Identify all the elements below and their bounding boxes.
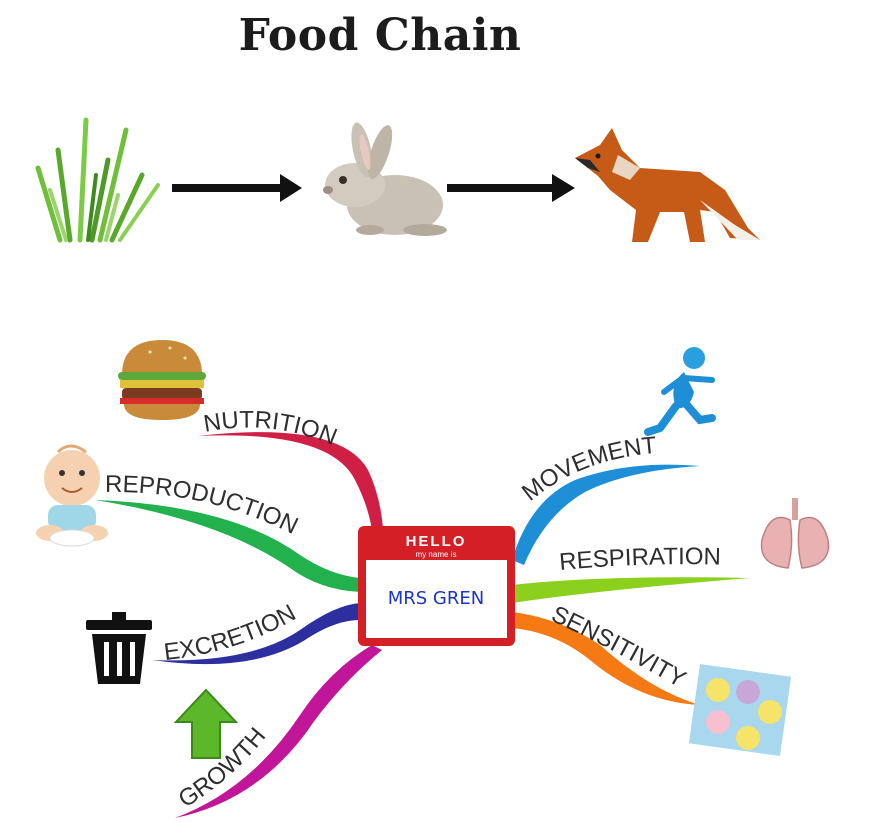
burger-icon xyxy=(118,340,206,420)
fox-icon xyxy=(575,128,760,242)
branch-sensitivity xyxy=(512,612,700,705)
lungs-icon xyxy=(760,498,830,569)
senses-icon xyxy=(688,663,792,757)
name-badge: HELLO my name is MRS GREN xyxy=(358,526,515,646)
arrow-icon xyxy=(447,174,575,202)
branch-label-nutrition: NUTRITION xyxy=(202,406,341,451)
food-chain xyxy=(35,117,760,243)
rabbit-icon xyxy=(323,122,447,236)
branch-movement xyxy=(512,464,700,565)
running-figure-icon xyxy=(644,347,716,436)
branch-nutrition xyxy=(198,432,383,530)
branch-label-respiration: RESPIRATION xyxy=(558,543,721,576)
badge-name: MRS GREN xyxy=(388,588,484,609)
growth-arrow-icon xyxy=(173,688,239,759)
grass-icon xyxy=(35,117,160,243)
arrow-icon xyxy=(172,174,302,202)
trash-can-icon xyxy=(86,612,152,684)
branch-reproduction xyxy=(95,500,360,592)
branch-respiration xyxy=(512,577,750,603)
page-title: Food Chain xyxy=(238,10,522,61)
branch-excretion xyxy=(152,603,360,665)
badge-subtitle: my name is xyxy=(416,550,457,559)
branch-growth xyxy=(175,645,382,818)
badge-hello: HELLO xyxy=(406,533,467,550)
baby-icon xyxy=(36,444,108,547)
